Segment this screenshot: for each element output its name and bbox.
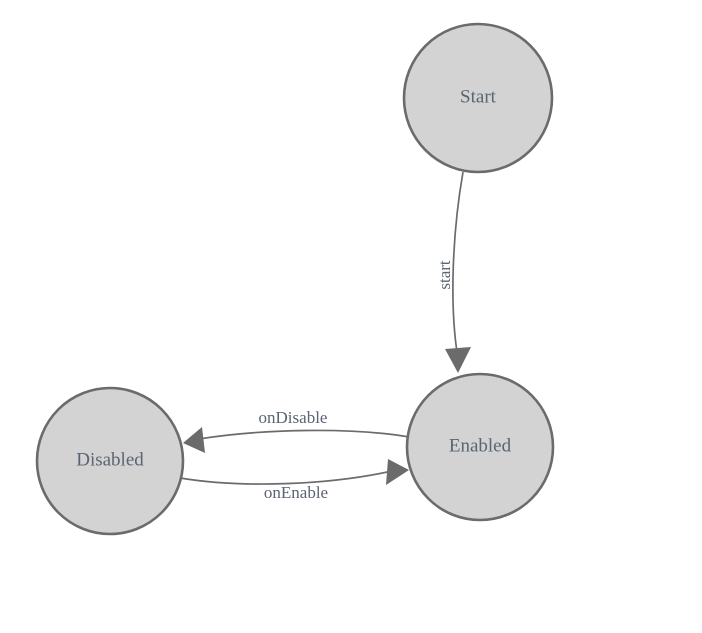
node-start[interactable]: Start bbox=[402, 22, 554, 174]
edge-disabled-to-enabled-path bbox=[179, 470, 393, 485]
node-disabled-label: Disabled bbox=[76, 449, 144, 470]
node-enabled-circle bbox=[405, 372, 555, 522]
node-disabled-circle bbox=[35, 386, 185, 536]
edge-disabled-to-enabled[interactable]: onEnable bbox=[179, 459, 409, 502]
arrowhead-disabled-to-enabled bbox=[386, 459, 409, 485]
node-start-circle bbox=[402, 22, 554, 174]
node-enabled[interactable]: Enabled bbox=[405, 372, 555, 522]
arrowhead-enabled-to-disabled bbox=[183, 427, 205, 453]
edge-label-on-enable: onEnable bbox=[264, 483, 328, 502]
node-disabled[interactable]: Disabled bbox=[35, 386, 185, 536]
edge-label-start: start bbox=[435, 260, 454, 290]
edge-start-to-enabled-path bbox=[452, 171, 464, 353]
node-start-label: Start bbox=[460, 86, 497, 107]
edge-enabled-to-disabled[interactable]: onDisable bbox=[183, 408, 410, 453]
edge-start-to-enabled[interactable]: start bbox=[435, 171, 471, 373]
edge-label-on-disable: onDisable bbox=[259, 408, 328, 427]
arrowhead-start-to-enabled bbox=[445, 347, 471, 373]
edge-enabled-to-disabled-path bbox=[198, 429, 410, 440]
node-enabled-label: Enabled bbox=[449, 435, 512, 456]
